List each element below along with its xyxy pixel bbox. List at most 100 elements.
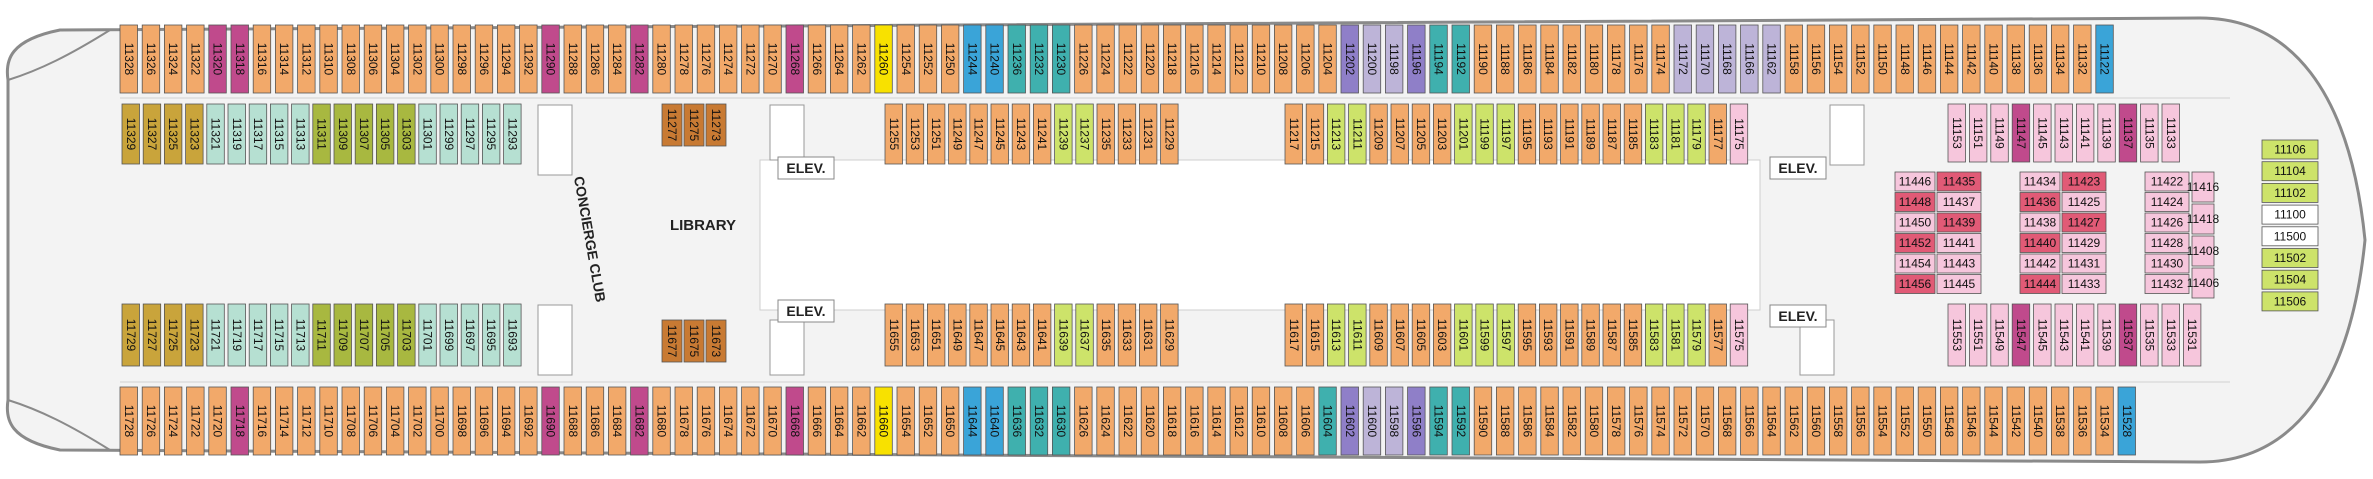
cabin-box-11618[interactable] [1163, 386, 1182, 456]
cabin-box-11550[interactable] [1917, 386, 1937, 456]
cabin-box-11230[interactable] [1052, 24, 1071, 94]
cabin-box-11174[interactable] [1651, 24, 1670, 94]
cabin-11668[interactable]: 11668 [785, 386, 804, 456]
cabin-11406[interactable]: 11406 [2187, 267, 2220, 299]
cabin-11137[interactable]: 11137 [2118, 103, 2138, 163]
cabin-box-11705[interactable] [375, 303, 395, 367]
cabin-11432[interactable]: 11432 [2144, 274, 2190, 294]
cabin-11194[interactable]: 11194 [1429, 24, 1448, 94]
cabin-11609[interactable]: 11609 [1369, 303, 1388, 367]
cabin-box-11203[interactable] [1433, 103, 1452, 165]
cabin-11725[interactable]: 11725 [163, 303, 183, 367]
cabin-box-11325[interactable] [163, 103, 183, 165]
cabin-11554[interactable]: 11554 [1873, 386, 1892, 456]
cabin-box-11612[interactable] [1229, 386, 1248, 456]
cabin-box-11556[interactable] [1851, 386, 1870, 456]
cabin-11206[interactable]: 11206 [1296, 24, 1315, 94]
cabin-11214[interactable]: 11214 [1207, 24, 1226, 94]
cabin-11693[interactable]: 11693 [503, 303, 522, 367]
cabin-11433[interactable]: 11433 [2061, 274, 2107, 294]
cabin-box-11427[interactable] [2061, 212, 2107, 233]
cabin-box-11320[interactable] [208, 24, 227, 94]
cabin-11434[interactable]: 11434 [2019, 171, 2061, 192]
cabin-11611[interactable]: 11611 [1348, 303, 1367, 367]
cabin-box-11170[interactable] [1695, 24, 1715, 94]
cabin-box-11186[interactable] [1518, 24, 1537, 94]
cabin-box-11179[interactable] [1687, 103, 1706, 165]
cabin-11454[interactable]: 11454 [1894, 253, 1936, 274]
cabin-11635[interactable]: 11635 [1096, 303, 1115, 367]
cabin-11149[interactable]: 11149 [1990, 103, 2009, 163]
cabin-box-11104[interactable] [2261, 161, 2319, 182]
cabin-box-11684[interactable] [608, 386, 627, 456]
cabin-11502[interactable]: 11502 [2261, 248, 2319, 268]
cabin-box-11692[interactable] [519, 386, 538, 456]
cabin-box-11581[interactable] [1666, 303, 1685, 367]
cabin-box-11432[interactable] [2144, 274, 2190, 294]
cabin-box-11207[interactable] [1390, 103, 1409, 165]
cabin-box-11298[interactable] [452, 24, 471, 94]
cabin-11688[interactable]: 11688 [563, 386, 582, 456]
cabin-11134[interactable]: 11134 [2050, 24, 2070, 94]
cabin-box-11153[interactable] [1947, 103, 1966, 163]
cabin-11294[interactable]: 11294 [496, 24, 516, 94]
cabin-box-11278[interactable] [674, 24, 693, 94]
cabin-11629[interactable]: 11629 [1160, 303, 1179, 367]
cabin-box-11608[interactable] [1274, 386, 1293, 456]
cabin-11682[interactable]: 11682 [630, 386, 649, 456]
cabin-box-11579[interactable] [1687, 303, 1706, 367]
cabin-box-11615[interactable] [1305, 303, 1325, 367]
cabin-box-11539[interactable] [2097, 303, 2116, 367]
cabin-11239[interactable]: 11239 [1054, 103, 1073, 165]
cabin-11427[interactable]: 11427 [2061, 212, 2107, 233]
cabin-11696[interactable]: 11696 [474, 386, 494, 456]
cabin-11652[interactable]: 11652 [918, 386, 938, 456]
cabin-box-11564[interactable] [1762, 386, 1781, 456]
cabin-box-11649[interactable] [948, 303, 967, 367]
cabin-11586[interactable]: 11586 [1518, 386, 1537, 456]
cabin-box-11574[interactable] [1651, 386, 1670, 456]
cabin-box-11187[interactable] [1602, 103, 1621, 165]
cabin-11325[interactable]: 11325 [163, 103, 183, 165]
cabin-11280[interactable]: 11280 [652, 24, 671, 94]
cabin-11198[interactable]: 11198 [1385, 24, 1404, 94]
cabin-11670[interactable]: 11670 [763, 386, 782, 456]
cabin-box-11152[interactable] [1851, 24, 1870, 94]
cabin-11549[interactable]: 11549 [1990, 303, 2009, 367]
cabin-11430[interactable]: 11430 [2144, 253, 2190, 274]
cabin-box-11275[interactable] [683, 103, 705, 147]
cabin-11236[interactable]: 11236 [1007, 24, 1026, 94]
cabin-box-11188[interactable] [1496, 24, 1515, 94]
cabin-box-11166[interactable] [1740, 24, 1759, 94]
cabin-box-11536[interactable] [2073, 386, 2092, 456]
cabin-11298[interactable]: 11298 [452, 24, 471, 94]
cabin-11655[interactable]: 11655 [884, 303, 903, 367]
cabin-box-11158[interactable] [1784, 24, 1803, 94]
cabin-box-11611[interactable] [1348, 303, 1367, 367]
cabin-box-11324[interactable] [163, 24, 183, 94]
cabin-box-11716[interactable] [252, 386, 272, 456]
cabin-11450[interactable]: 11450 [1894, 212, 1936, 233]
cabin-box-11456[interactable] [1894, 274, 1936, 294]
cabin-box-11172[interactable] [1673, 24, 1692, 94]
cabin-11602[interactable]: 11602 [1340, 386, 1359, 456]
cabin-box-11306[interactable] [363, 24, 383, 94]
cabin-11606[interactable]: 11606 [1296, 386, 1315, 456]
cabin-box-11636[interactable] [1007, 386, 1026, 456]
cabin-11540[interactable]: 11540 [2028, 386, 2048, 456]
cabin-11426[interactable]: 11426 [2144, 212, 2190, 233]
cabin-box-11699[interactable] [439, 303, 458, 367]
cabin-11441[interactable]: 11441 [1936, 233, 1982, 253]
cabin-box-11677[interactable] [661, 319, 683, 363]
cabin-box-11545[interactable] [2033, 303, 2052, 367]
cabin-box-11645[interactable] [990, 303, 1009, 367]
cabin-box-11675[interactable] [683, 319, 705, 363]
cabin-11643[interactable]: 11643 [1011, 303, 1031, 367]
cabin-11437[interactable]: 11437 [1936, 192, 1982, 212]
cabin-11703[interactable]: 11703 [397, 303, 416, 367]
cabin-box-11416[interactable] [2191, 171, 2215, 203]
cabin-box-11578[interactable] [1607, 386, 1626, 456]
cabin-11712[interactable]: 11712 [297, 386, 316, 456]
cabin-11583[interactable]: 11583 [1645, 303, 1664, 367]
cabin-11278[interactable]: 11278 [674, 24, 693, 94]
